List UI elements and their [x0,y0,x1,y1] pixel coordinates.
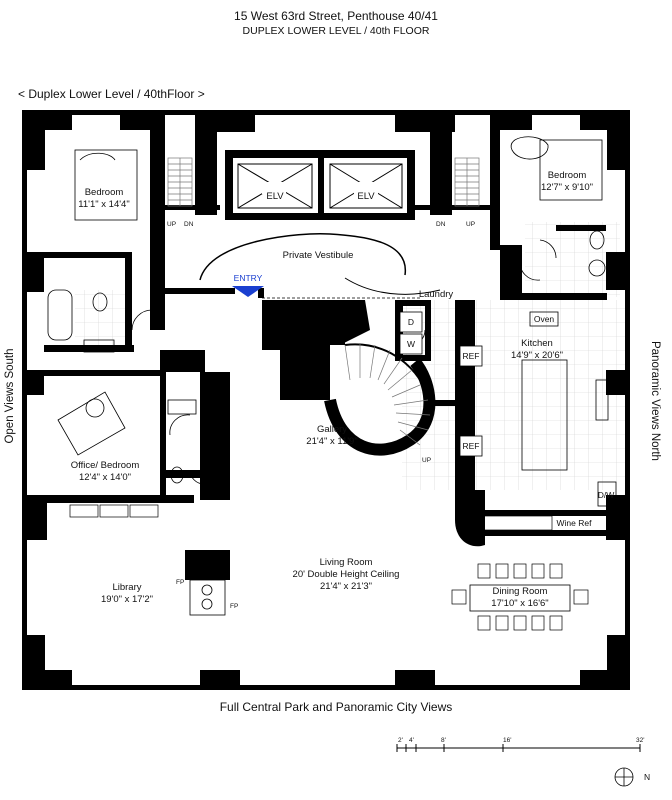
library-dims: 19'0" x 17'2" [101,594,153,605]
scale-label-8: 8' [441,737,446,744]
elevator-right-label: ELV [357,191,375,202]
bedroom-left-dims: 11'1" x 14'4" [78,199,129,210]
stair-right-up: UP [466,221,475,228]
scale-label-4: 4' [409,737,414,744]
scale-bar: 2' 4' 8' 16' 32' [396,737,644,752]
toilet-left [92,292,108,312]
shower-drain [588,259,606,277]
entry-marker [232,286,264,297]
stair-right-dn: DN [436,221,446,228]
kitchen-island [521,359,568,471]
dining-dims: 17'10" x 16'6" [491,598,548,609]
bedroom-right-dims: 12'7" x 9'10" [541,182,593,193]
kitchen-name: Kitchen [521,338,553,349]
spiral-stair-treads [344,343,431,446]
scale-label-32: 32' [636,737,644,744]
exterior-walls [22,110,630,690]
bedroom-left-name: Bedroom [85,187,124,198]
dining-name: Dining Room [493,586,548,597]
library-name: Library [112,582,141,593]
fireplace-label-lower: FP [230,603,238,610]
washer-dryer-d [399,311,423,333]
washer-label: W [407,339,415,349]
fireplace [189,579,226,616]
bed-right [539,139,603,201]
washer-dryer-w [399,333,423,355]
desk [57,391,126,456]
vestibule-label: Private Vestibule [283,250,354,261]
toilet-office-bath [170,466,184,484]
scale-label-16: 16' [503,737,511,744]
bed-left [74,149,138,221]
bedroom-right-name: Bedroom [548,170,587,181]
plan-subtitle: DUPLEX LOWER LEVEL / 40th FLOOR [242,25,430,37]
dining-chairs [451,563,589,631]
desk-chair [85,398,105,418]
ref-upper-label: REF [463,351,480,361]
stair-right [454,157,480,207]
sink-office-bath [167,399,197,415]
wine-ref-label: Wine Ref [557,518,593,528]
bath-floor-tile [75,290,127,345]
dishwasher-label: D/W [598,490,615,500]
scale-label-2: 2' [398,737,403,744]
fireplace-label-upper: FP [176,579,184,586]
oven [529,311,559,327]
compass-north-label: N [644,772,650,782]
living-name: Living Room [320,557,373,568]
bathtub [47,289,73,341]
cooktop [595,379,609,421]
plan-title: 15 West 63rd Street, Penthouse 40/41 [234,9,438,23]
north-compass: N [614,767,650,787]
ref-upper [459,345,483,367]
window-benches [69,504,553,531]
gallery-name: Gallery [317,424,347,435]
dryer-label: D [408,317,414,327]
stair-left [167,157,193,207]
living-note: 20' Double Height Ceiling [293,569,400,580]
kitchen-floor-tile [402,300,627,490]
vestibule-curve-lower [344,277,441,295]
interior-walls [22,130,607,580]
spiral-stair-outline [344,343,431,401]
oven-label: Oven [534,314,555,324]
office-dims: 12'4" x 14'0" [79,472,131,483]
elevator-left-label: ELV [266,191,284,202]
toilet-right [589,230,605,250]
door-swings [131,239,557,485]
view-label-park: Full Central Park and Panoramic City Vie… [219,700,453,714]
gallery-curved-wall [324,358,436,456]
laundry-label: Laundry [419,289,454,300]
ref-lower [459,435,483,457]
kitchen-dims: 14'9" x 20'6" [511,350,563,361]
ref-lower-label: REF [463,441,480,451]
dining-table [469,584,571,612]
level-label: < Duplex Lower Level / 40thFloor > [18,87,205,101]
stair-left-up: UP [167,221,176,228]
entry-label: ENTRY [234,273,263,283]
living-dims: 21'4" x 21'3" [320,581,372,592]
vestibule-curve [199,232,406,281]
stair-left-dn: DN [184,221,194,228]
dishwasher [597,481,617,507]
spiral-stair-up: UP [422,457,431,464]
sink-left [83,339,115,353]
office-name: Office/ Bedroom [71,460,140,471]
bath-floor-tile-right [525,222,620,297]
gallery-dims: 21'4" x 11'9" [306,436,357,447]
